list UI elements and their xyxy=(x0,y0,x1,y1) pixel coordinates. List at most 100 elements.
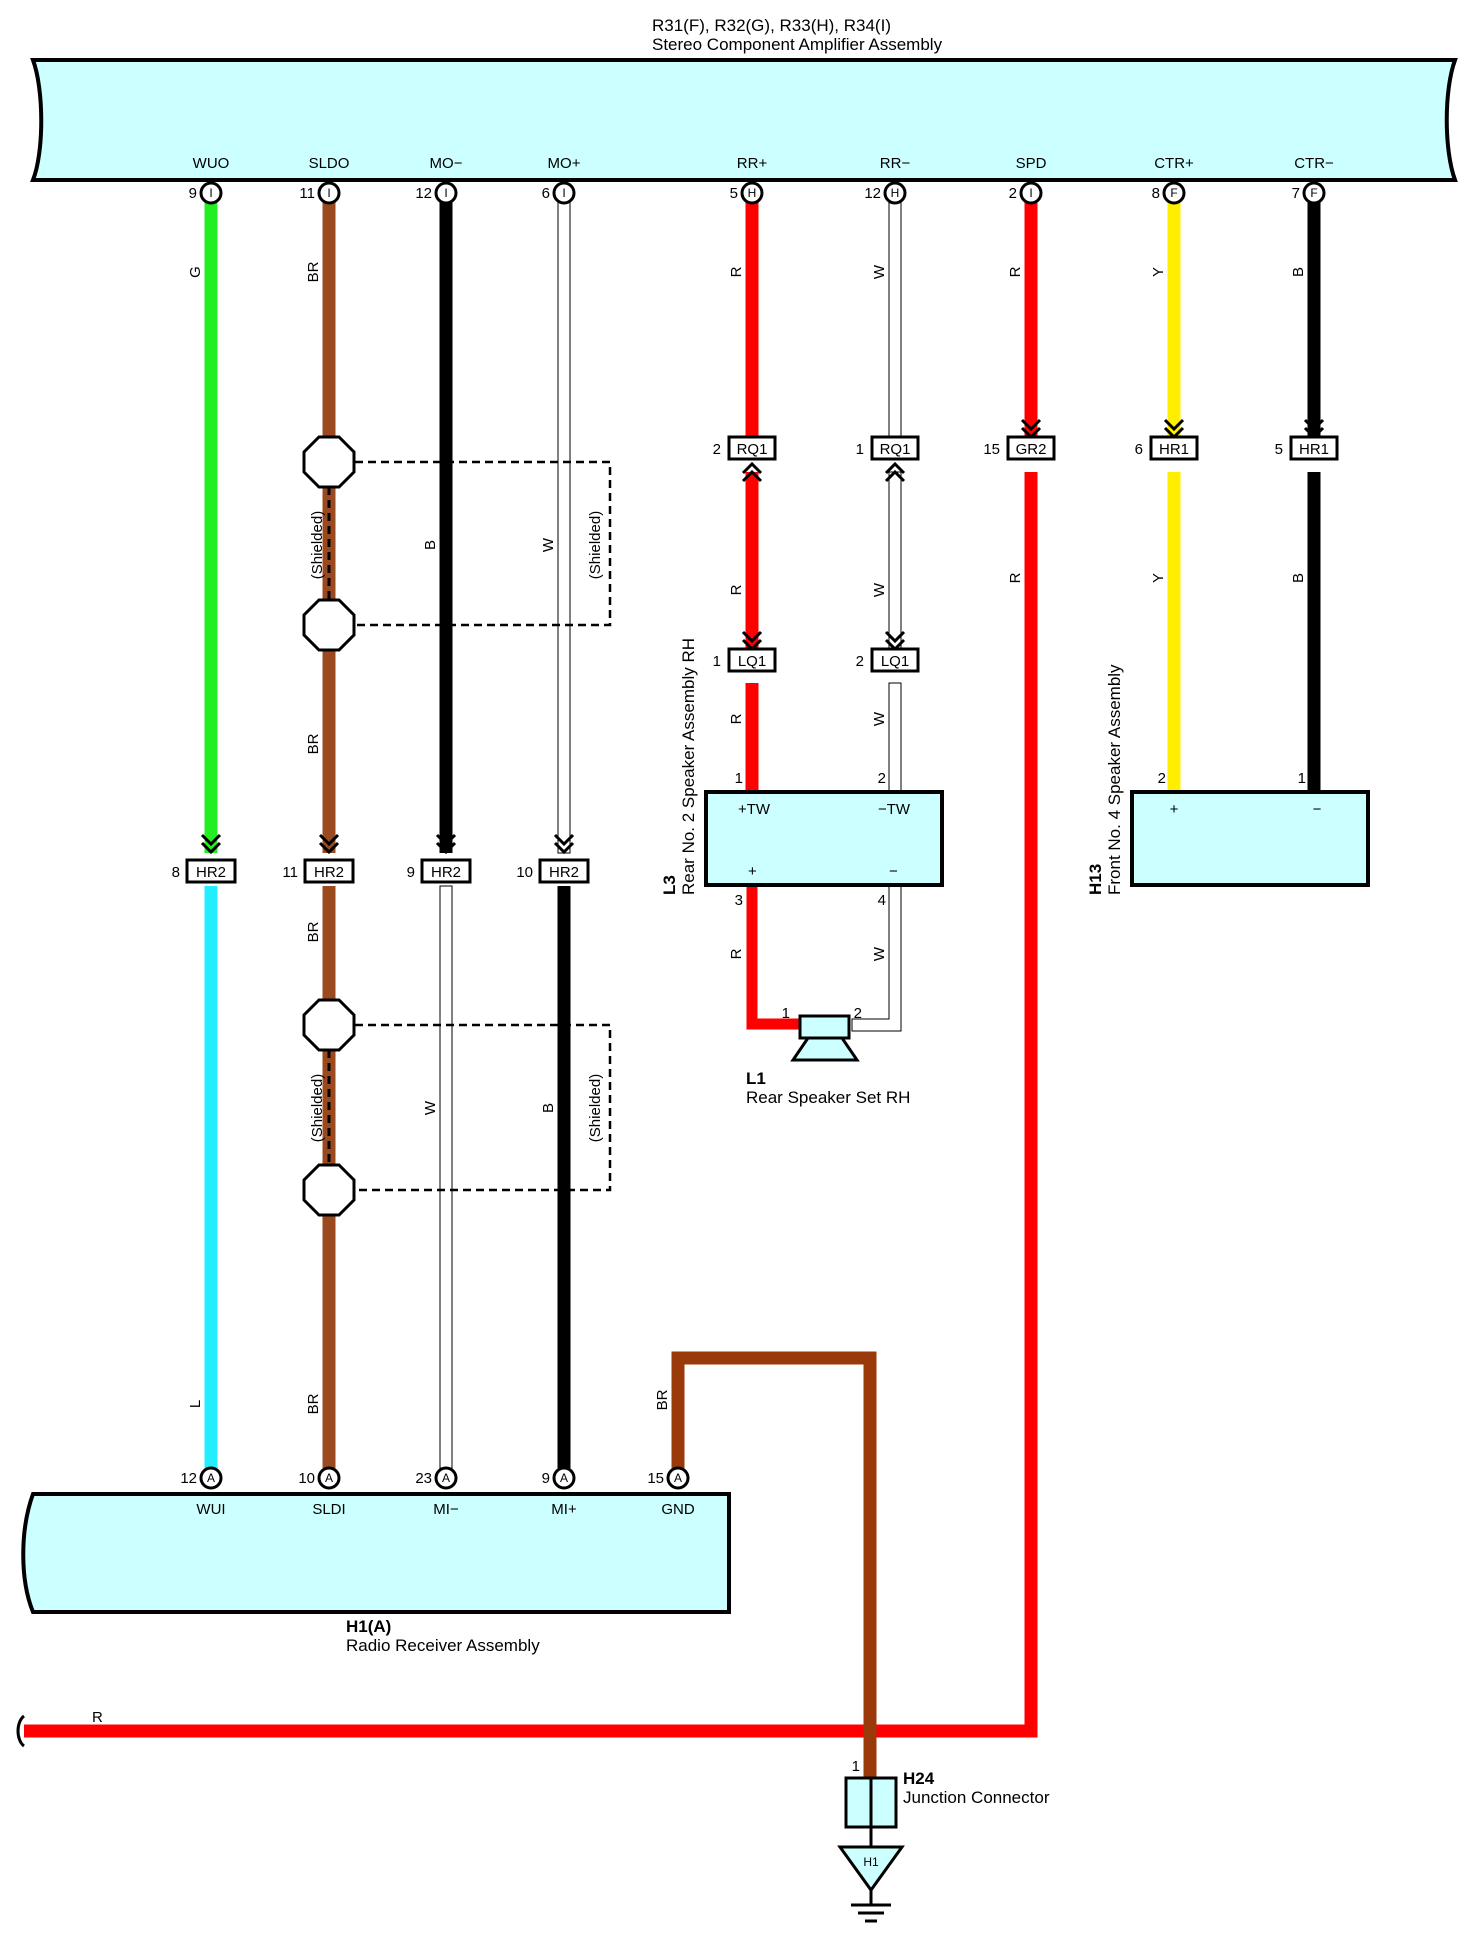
svg-text:A: A xyxy=(560,1471,568,1485)
svg-text:SPD: SPD xyxy=(1016,155,1047,172)
svg-text:MO−: MO− xyxy=(430,155,463,172)
shielded-label-2b: (Shielded) xyxy=(587,1074,604,1142)
svg-text:R: R xyxy=(728,713,745,724)
wire-rr-minus-white-c xyxy=(888,682,902,793)
speaker-h13-code: H13 xyxy=(1086,864,1105,895)
junction-name: Junction Connector xyxy=(903,1788,1050,1807)
connector-hr2-10: HR2 10 xyxy=(516,833,590,884)
svg-text:9: 9 xyxy=(407,864,415,881)
svg-text:12: 12 xyxy=(415,185,432,202)
svg-text:7: 7 xyxy=(1292,185,1300,202)
svg-text:2: 2 xyxy=(854,1005,862,1022)
svg-text:R: R xyxy=(728,584,745,595)
svg-text:SLDI: SLDI xyxy=(312,1501,345,1518)
svg-text:H1: H1 xyxy=(863,1855,879,1869)
amplifier-assembly: R31(F), R32(G), R33(H), R34(I) Stereo Co… xyxy=(30,16,1458,182)
svg-text:W: W xyxy=(422,1100,439,1115)
svg-text:H: H xyxy=(748,186,757,200)
svg-text:R: R xyxy=(728,948,745,959)
speaker-l3: +TW −TW + − 1 2 3 4 L3 Rear No. 2 Speake… xyxy=(660,638,944,909)
speaker-l1: 1 2 L1 Rear Speaker Set RH xyxy=(746,1005,910,1107)
ground-h1: H1 xyxy=(837,1845,905,1923)
radio-pins: 12 A WUI 10 A SLDI 23 A MI− 9 A MI+ 15 A xyxy=(180,1466,695,1518)
svg-text:WUI: WUI xyxy=(196,1501,225,1518)
svg-text:GR2: GR2 xyxy=(1016,441,1047,458)
svg-text:1: 1 xyxy=(782,1005,790,1022)
svg-text:HR2: HR2 xyxy=(549,864,579,881)
svg-text:I: I xyxy=(562,186,565,200)
connector-hr2-8: HR2 8 xyxy=(172,833,237,884)
svg-text:CTR+: CTR+ xyxy=(1154,155,1194,172)
svg-text:BR: BR xyxy=(305,1393,322,1414)
wire-l1-pin1-red xyxy=(746,885,800,1030)
svg-text:WUO: WUO xyxy=(193,155,230,172)
connector-hr2-group: HR2 8 HR2 11 HR2 9 HR2 10 xyxy=(172,833,590,884)
svg-text:R: R xyxy=(1007,266,1024,277)
svg-text:15: 15 xyxy=(983,441,1000,458)
amp-pin-rr-minus: RR− 12 H xyxy=(864,155,911,205)
shielded-label-1a: (Shielded) xyxy=(309,511,326,579)
svg-text:B: B xyxy=(1290,573,1307,583)
wire-mi-minus-white xyxy=(439,885,453,1469)
svg-text:Y: Y xyxy=(1150,267,1167,277)
svg-text:W: W xyxy=(871,711,888,726)
junction-code: H24 xyxy=(903,1769,935,1788)
svg-text:B: B xyxy=(540,1103,557,1113)
speaker-h13-name: Front No. 4 Speaker Assembly xyxy=(1105,664,1124,895)
svg-text:+: + xyxy=(748,863,757,880)
svg-text:I: I xyxy=(327,186,330,200)
svg-text:MI+: MI+ xyxy=(551,1501,577,1518)
speaker-l1-code: L1 xyxy=(746,1069,766,1088)
wire-spd-red-bottom xyxy=(24,472,1038,1738)
svg-text:BR: BR xyxy=(305,733,322,754)
svg-text:L: L xyxy=(187,1400,204,1408)
shield-upper: (Shielded) (Shielded) xyxy=(302,435,612,652)
wire-color-labels: G L BR BR BR BR B W W B R R R R W W W W … xyxy=(92,261,1307,1726)
shielded-label-1b: (Shielded) xyxy=(587,511,604,579)
amplifier-name: Stereo Component Amplifier Assembly xyxy=(652,35,943,54)
amp-pin-wuo: WUO 9 I xyxy=(189,155,230,205)
speaker-l1-name: Rear Speaker Set RH xyxy=(746,1088,910,1107)
svg-text:RR−: RR− xyxy=(880,155,911,172)
amp-pin-ctr-plus: CTR+ 8 F xyxy=(1152,155,1194,205)
wire-mo-plus-white xyxy=(557,201,571,854)
radio-code: H1(A) xyxy=(346,1617,391,1636)
svg-text:RQ1: RQ1 xyxy=(737,441,768,458)
svg-text:−: − xyxy=(889,863,898,880)
connector-rq1-2: RQ1 2 xyxy=(713,435,777,483)
svg-text:2: 2 xyxy=(1009,185,1017,202)
wire-gnd-brown xyxy=(671,1351,877,1778)
svg-text:HR2: HR2 xyxy=(314,864,344,881)
svg-text:I: I xyxy=(1029,186,1032,200)
amp-pin-ctr-minus: CTR− 7 F xyxy=(1292,155,1334,205)
svg-text:12: 12 xyxy=(864,185,881,202)
radio-pin-wui: 12 A WUI xyxy=(180,1466,226,1518)
svg-text:9: 9 xyxy=(189,185,197,202)
svg-text:GND: GND xyxy=(661,1501,695,1518)
connector-lq1-2: LQ1 2 xyxy=(856,630,920,673)
radio-receiver-assembly: H1(A) Radio Receiver Assembly xyxy=(21,1492,731,1655)
svg-text:A: A xyxy=(674,1471,682,1485)
amp-pin-mo-minus: MO− 12 I xyxy=(415,155,463,205)
svg-text:1: 1 xyxy=(735,770,743,787)
svg-text:F: F xyxy=(1170,186,1177,200)
connector-hr1-6: HR1 6 xyxy=(1135,418,1199,461)
svg-text:BR: BR xyxy=(305,921,322,942)
connector-rq1-group: RQ1 2 RQ1 1 xyxy=(713,435,920,483)
amplifier-code: R31(F), R32(G), R33(H), R34(I) xyxy=(652,16,891,35)
amp-pin-sldo: SLDO 11 I xyxy=(299,155,349,205)
svg-text:HR1: HR1 xyxy=(1299,441,1329,458)
svg-text:R: R xyxy=(728,266,745,277)
svg-text:2: 2 xyxy=(856,653,864,670)
svg-text:A: A xyxy=(207,1471,215,1485)
svg-text:23: 23 xyxy=(415,1470,432,1487)
svg-text:CTR−: CTR− xyxy=(1294,155,1334,172)
svg-text:HR2: HR2 xyxy=(431,864,461,881)
svg-text:W: W xyxy=(540,537,557,552)
svg-text:8: 8 xyxy=(1152,185,1160,202)
svg-text:A: A xyxy=(442,1471,450,1485)
shielded-label-2a: (Shielded) xyxy=(309,1074,326,1142)
amp-pin-mo-plus: MO+ 6 I xyxy=(542,155,581,205)
svg-text:1: 1 xyxy=(852,1758,860,1775)
